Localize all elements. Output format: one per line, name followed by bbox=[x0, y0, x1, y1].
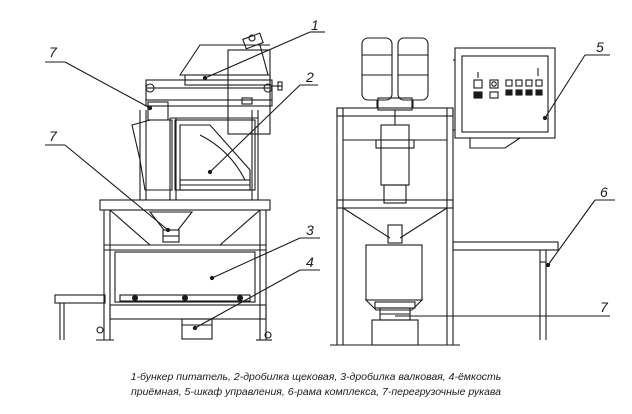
caption-line-2: приёмная, 5-шкаф управления, 6-рама комп… bbox=[130, 386, 502, 398]
caption-line-1: 1-бункер питатель, 2-дробилка щековая, 3… bbox=[130, 371, 502, 383]
lower-crusher bbox=[364, 244, 424, 311]
chute-7-right bbox=[371, 301, 419, 346]
frame-6-right bbox=[330, 107, 460, 346]
chute-7-upper bbox=[131, 101, 173, 191]
feed-conveyor bbox=[145, 79, 283, 107]
callout-7-top: 7 bbox=[49, 44, 57, 60]
control-cabinet-5 bbox=[453, 47, 556, 149]
left-platform bbox=[54, 294, 106, 304]
callout-6: 6 bbox=[600, 184, 608, 200]
left-view bbox=[54, 32, 283, 341]
callout-4: 4 bbox=[306, 254, 314, 270]
column-body bbox=[375, 97, 415, 244]
callout-3: 3 bbox=[306, 222, 314, 238]
callout-5: 5 bbox=[596, 39, 604, 55]
roll-crusher-3 bbox=[114, 251, 256, 303]
callout-7-right: 7 bbox=[600, 299, 608, 315]
side-table bbox=[452, 241, 559, 340]
callout-7-middle: 7 bbox=[49, 128, 57, 144]
feeder-hopper-1 bbox=[178, 32, 271, 86]
callout-1: 1 bbox=[311, 17, 319, 33]
chute-7-middle bbox=[148, 211, 194, 243]
right-view bbox=[330, 37, 559, 346]
callout-2: 2 bbox=[306, 69, 314, 85]
leader-dots bbox=[147, 75, 551, 331]
leader-lines bbox=[45, 31, 615, 329]
receiving-tank-4 bbox=[109, 304, 267, 340]
